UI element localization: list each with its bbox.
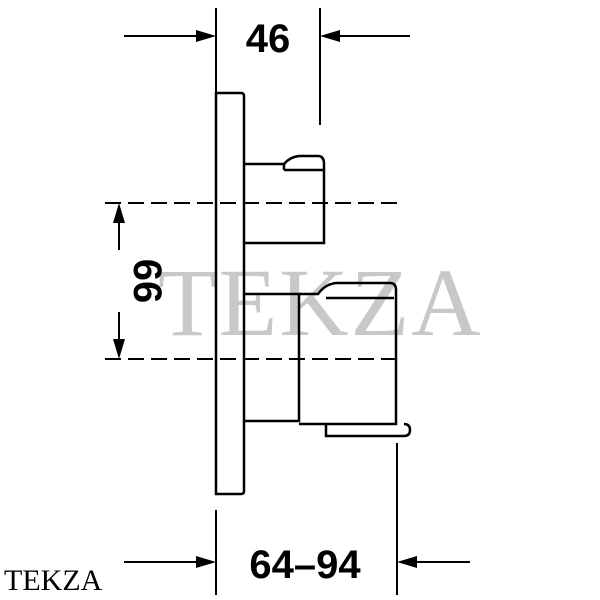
dimension-left-label: 66 — [125, 259, 169, 304]
lower-handle — [299, 281, 398, 426]
dimension-bottom-label: 64–94 — [249, 543, 361, 587]
arrow-left-lower — [113, 339, 125, 359]
arrow-left-upper — [113, 203, 125, 223]
arrow-top-right — [320, 30, 340, 42]
arrow-top-left — [196, 30, 216, 42]
watermark-text: TEKZA — [158, 249, 483, 356]
dimension-top-label: 46 — [246, 17, 291, 61]
arrow-bottom-right — [397, 556, 417, 568]
lower-handle-tip — [324, 422, 412, 438]
lower-body — [244, 292, 301, 423]
arrow-bottom-left — [196, 556, 216, 568]
upper-knob — [244, 154, 326, 245]
wall-plate — [214, 91, 246, 496]
brand-label: TEKZA — [4, 564, 103, 597]
